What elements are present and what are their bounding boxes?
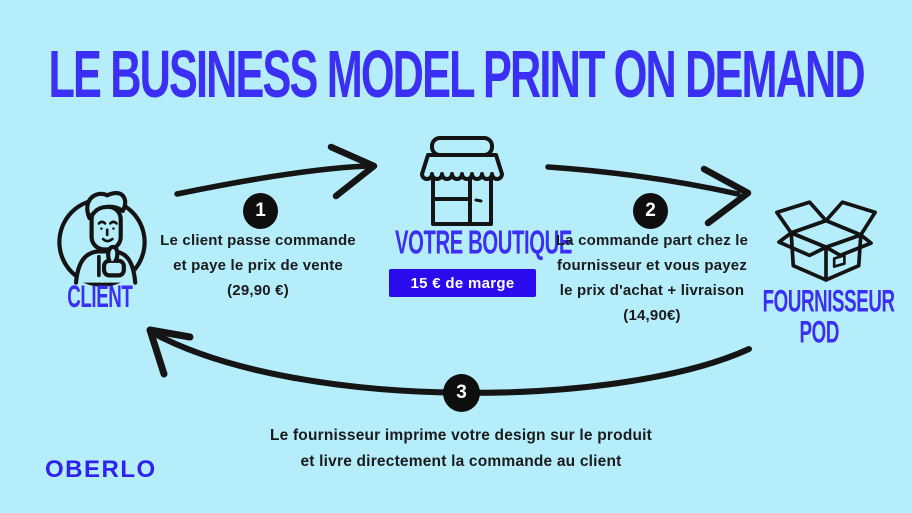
- page-title: LE BUSINESS MODEL PRINT ON DEMAND: [0, 36, 912, 111]
- client-node-label: CLIENT: [67, 279, 133, 315]
- step-1-description: Le client passe commande et paye le prix…: [160, 232, 356, 299]
- boutique-node-label: VOTRE BOUTIQUE: [394, 222, 573, 262]
- oberlo-logo: OBERLO: [45, 456, 157, 483]
- open-box-icon: [775, 200, 877, 282]
- person-thumbs-up-icon: [57, 191, 147, 287]
- arrow-client-to-boutique: [174, 143, 378, 200]
- fournisseur-node-label: FOURNISSEUR POD: [762, 283, 895, 351]
- storefront-icon: [420, 136, 504, 226]
- step-1-number-badge: 1: [243, 193, 278, 229]
- margin-badge: 15 € de marge: [389, 269, 536, 297]
- step-2-description: La commande part chez le fournisseur et …: [555, 232, 749, 324]
- step-3-number-badge: 3: [443, 374, 480, 412]
- step-3-description: Le fournisseur imprime votre design sur …: [269, 427, 653, 470]
- step-2-number-badge: 2: [633, 193, 668, 229]
- page-title-text: LE BUSINESS MODEL PRINT ON DEMAND: [48, 35, 865, 112]
